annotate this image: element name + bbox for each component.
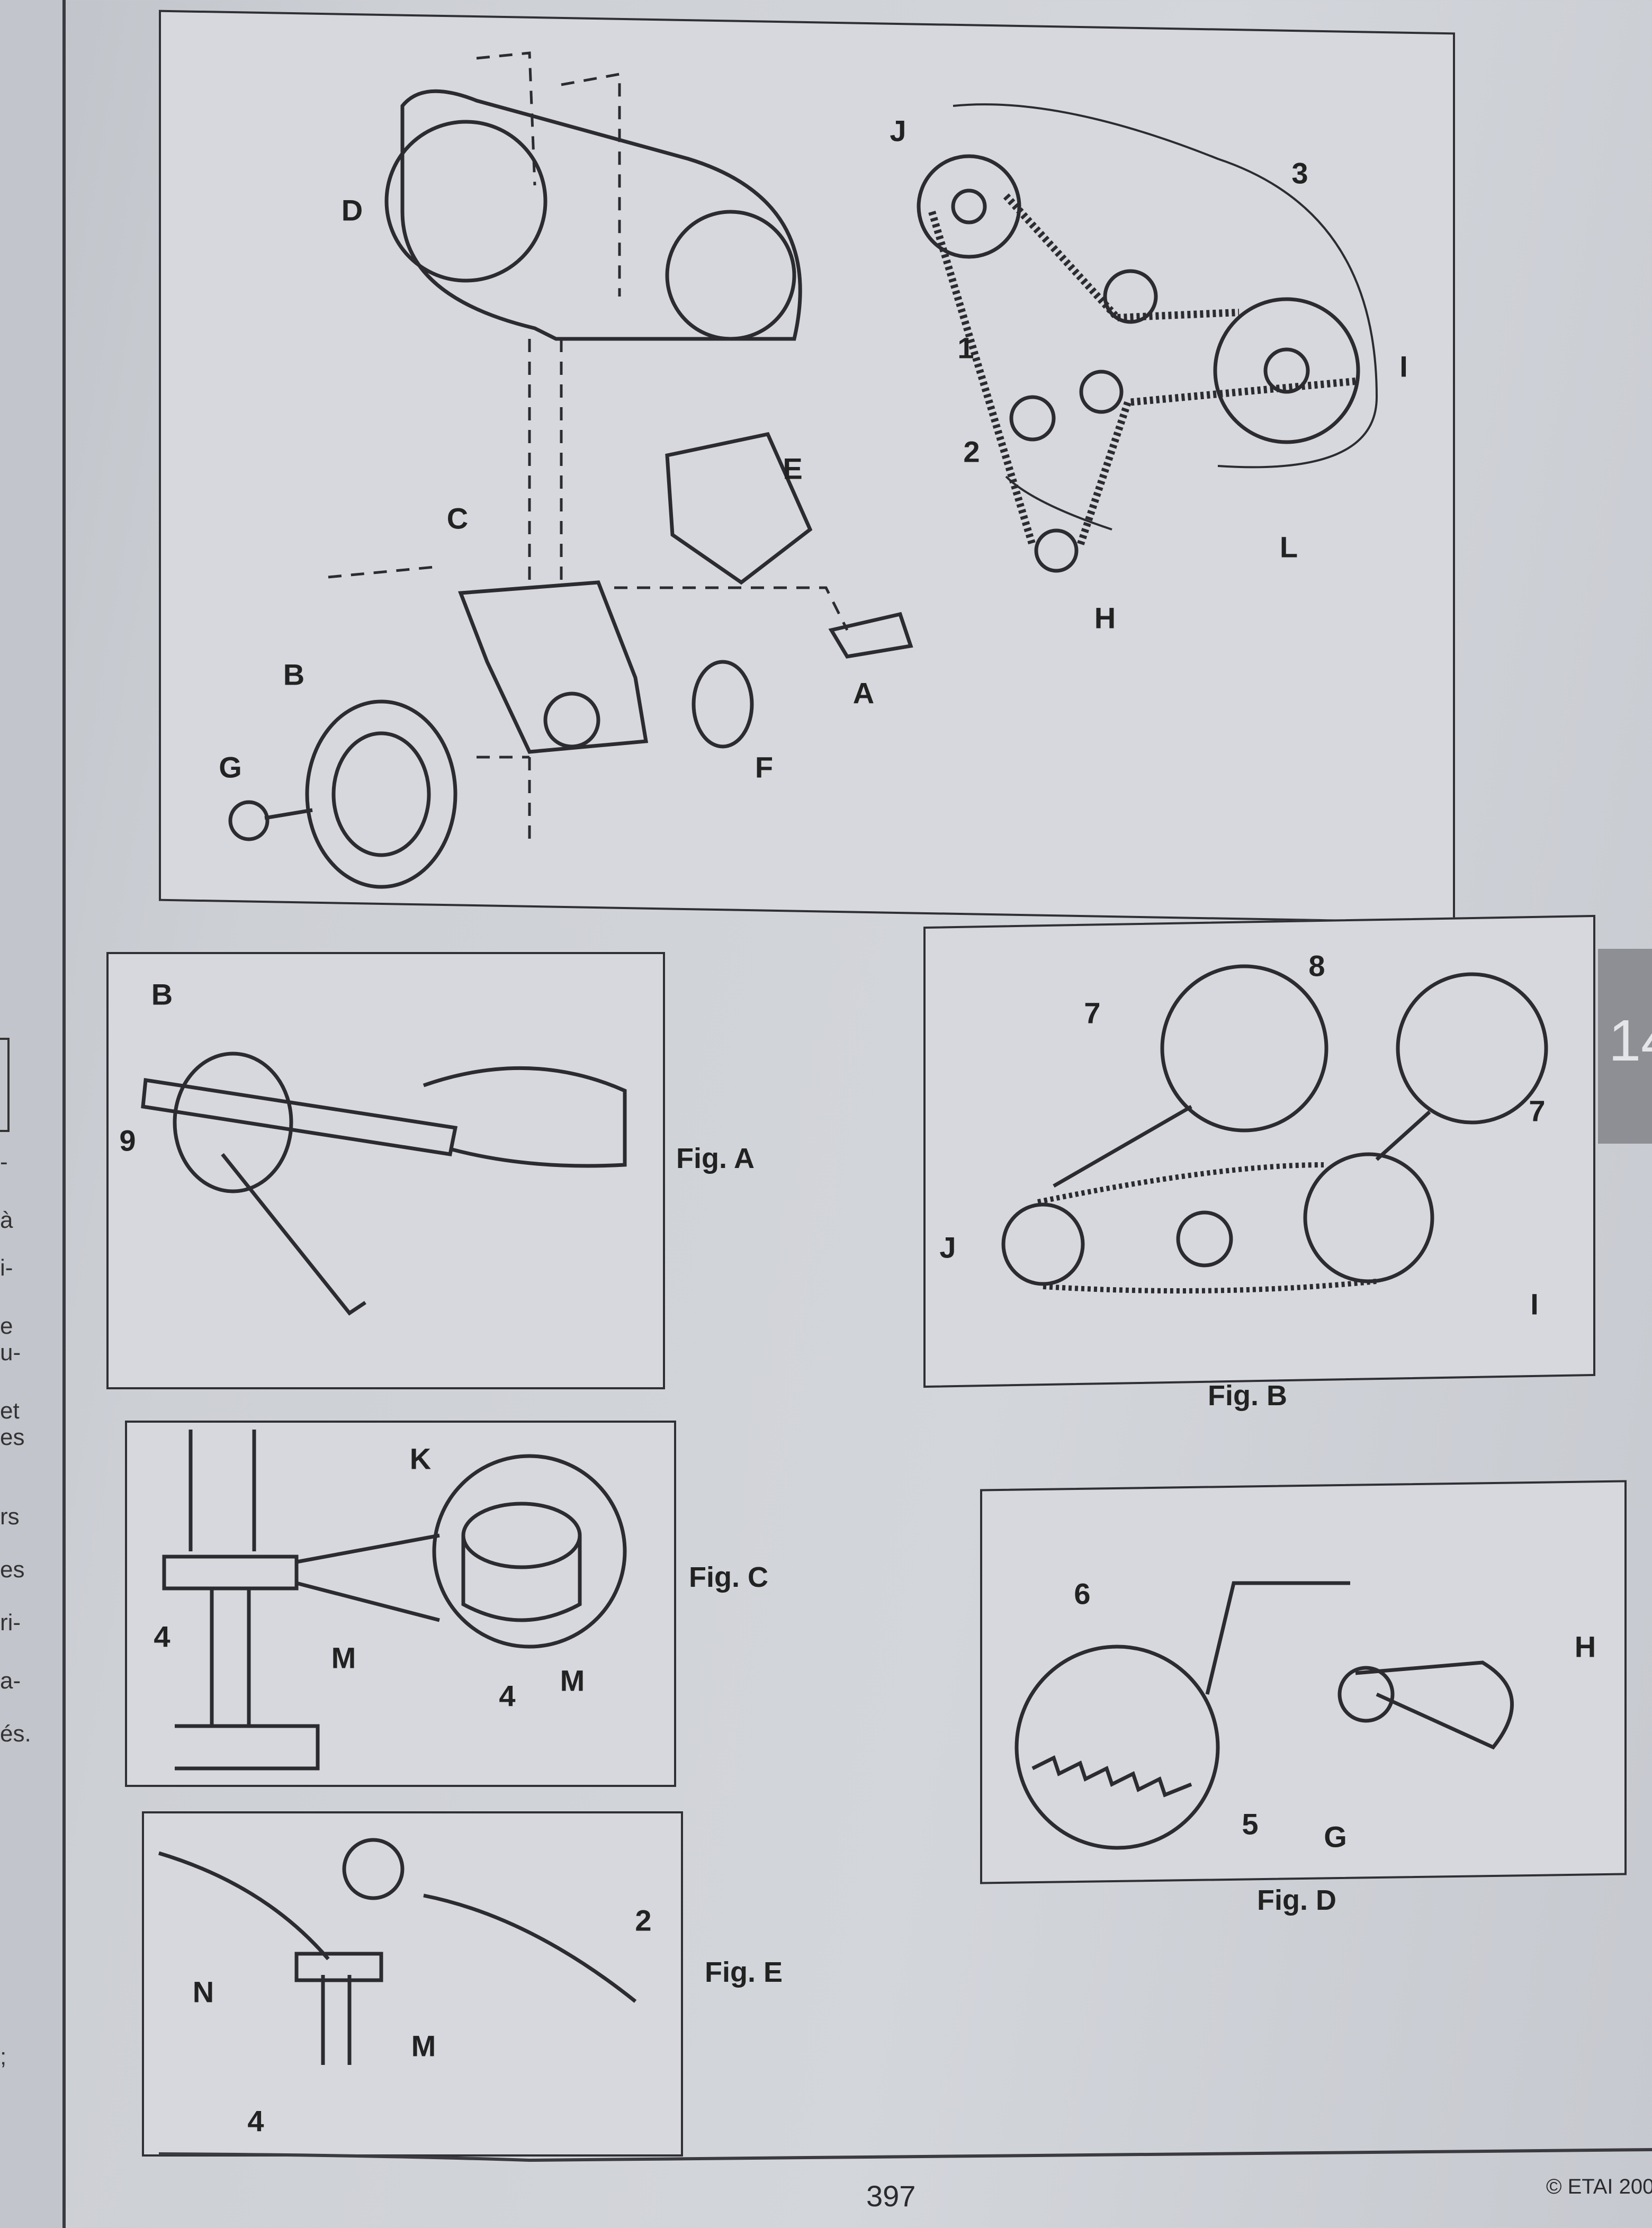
crank-h	[1034, 528, 1079, 573]
callout-b: B	[283, 658, 305, 691]
hand	[423, 1066, 627, 1168]
callout-m: M	[411, 2029, 436, 2063]
callout-7: 7	[1529, 1094, 1546, 1128]
holding-tool	[141, 1077, 458, 1316]
callout-4: 4	[499, 1679, 516, 1713]
callout-2: 2	[963, 435, 980, 469]
callout-f: F	[755, 750, 774, 784]
callout-4: 4	[247, 2104, 264, 2138]
idler-2	[1009, 395, 1056, 442]
callout-9: 9	[119, 1124, 136, 1157]
callout-d: D	[341, 193, 363, 227]
callout-h: H	[1094, 601, 1116, 635]
lower-cover-c	[458, 580, 649, 754]
bracket-e	[665, 432, 813, 585]
fragment: és.	[0, 1721, 31, 1747]
idler-3	[1103, 269, 1158, 324]
callout-3: 3	[1291, 156, 1308, 190]
callout-5: 5	[1242, 1807, 1259, 1841]
callout-l: L	[1279, 530, 1298, 564]
timing-belt-1	[928, 193, 1356, 547]
callout-m: M	[560, 1664, 585, 1697]
fig-b-caption: Fig. B	[1208, 1380, 1287, 1412]
fragment: à	[0, 1207, 13, 1233]
facing-page-box	[0, 1038, 10, 1132]
fragment: ri-	[0, 1610, 21, 1636]
fig-d-caption: Fig. D	[1257, 1884, 1336, 1916]
fig-a-box	[106, 952, 665, 1389]
chapter-tab: 14	[1598, 949, 1652, 1144]
callout-i: I	[1530, 1287, 1539, 1321]
fig-a-caption: Fig. A	[676, 1143, 755, 1174]
fragment: es	[0, 1557, 25, 1583]
footer-rule	[158, 2148, 1652, 2162]
idler-l	[1079, 370, 1124, 414]
fragment: i-	[0, 1255, 13, 1281]
facing-page-edge: - à i- e u- et es rs es ri- a- és. ;	[0, 0, 65, 2228]
callout-g: G	[219, 750, 242, 784]
callout-1: 1	[957, 331, 974, 365]
copyright: © ETAI 200	[1546, 2175, 1652, 2198]
crank-pulley-b	[305, 699, 457, 889]
callout-c: C	[446, 501, 469, 535]
callout-m: M	[331, 1641, 356, 1675]
callout-4: 4	[154, 1620, 170, 1654]
sensor-plate-f	[692, 660, 754, 749]
callout-h: H	[1574, 1630, 1596, 1664]
fragment: es	[0, 1424, 25, 1450]
fragment: et	[0, 1398, 20, 1424]
fragment: e	[0, 1313, 13, 1339]
fragment: -	[0, 1149, 8, 1175]
callout-b: B	[151, 977, 173, 1011]
callout-6: 6	[1074, 1577, 1091, 1611]
page-spine	[62, 0, 66, 2228]
fragment: u-	[0, 1340, 21, 1365]
callout-j: J	[890, 114, 906, 148]
fig-c-caption: Fig. C	[689, 1561, 768, 1593]
cam-pulley-j	[917, 154, 1021, 259]
callout-2: 2	[635, 1903, 652, 1937]
callout-i: I	[1399, 349, 1408, 383]
fragment: a-	[0, 1668, 21, 1694]
callout-7: 7	[1084, 996, 1101, 1030]
fig-e-caption: Fig. E	[705, 1956, 783, 1988]
callout-8: 8	[1308, 949, 1325, 983]
callout-e: E	[783, 452, 803, 486]
fig-e-box	[142, 1811, 683, 2157]
callout-n: N	[192, 1975, 214, 2009]
callout-k: K	[409, 1442, 432, 1476]
timing-cover-d	[400, 89, 802, 341]
cam-pulley-i	[1213, 297, 1360, 444]
callout-j: J	[939, 1230, 956, 1264]
page-number: 397	[866, 2179, 916, 2213]
callout-a: A	[852, 676, 875, 710]
callout-g: G	[1324, 1820, 1347, 1854]
chapter-number: 14	[1609, 1008, 1652, 1073]
fragment: rs	[0, 1504, 20, 1530]
fragment: ;	[0, 2044, 7, 2070]
